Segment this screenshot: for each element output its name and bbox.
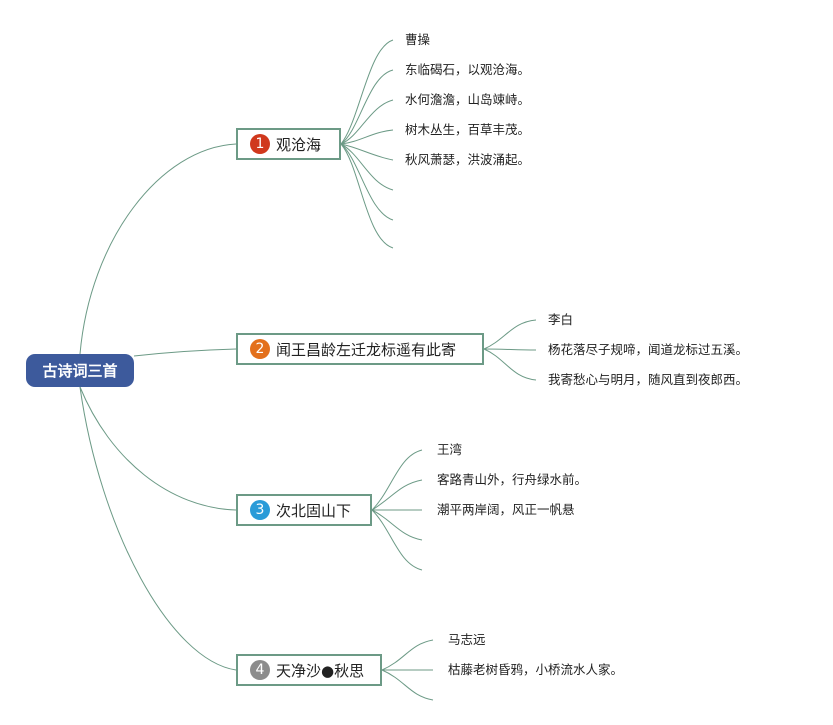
leaf-b1-2[interactable]: 东临碣石，以观沧海。 [405,62,531,77]
branch-node-1[interactable]: 1 观沧海 [236,128,341,160]
leaf-b1-4[interactable]: 树木丛生，百草丰茂。 [405,122,531,137]
leaf-b4-2[interactable]: 枯藤老树昏鸦，小桥流水人家。 [448,662,624,677]
leaf-b4-1[interactable]: 马志远 [448,632,486,647]
connector-b1-leaf-8 [340,143,394,249]
branch-node-2[interactable]: 2 闻王昌龄左迁龙标遥有此寄 [236,333,484,365]
branch-title-1: 观沧海 [276,135,322,154]
connector-b2-leaf-1 [483,319,537,350]
connector-b3-leaf-2 [371,479,423,511]
number-badge-4: 4 [250,660,270,680]
connector-b1-leaf-2 [340,69,394,145]
leaf-b3-2[interactable]: 客路青山外，行舟绿水前。 [437,472,588,487]
connector-b1-leaf-1 [340,39,394,145]
connector-b4-leaf-3 [381,669,434,701]
number-badge-1: 1 [250,134,270,154]
connector-b3-leaf-4 [371,509,423,541]
number-badge-2: 2 [250,339,270,359]
connector-root-branch-4 [79,386,237,671]
connector-root-branch-2 [133,348,237,357]
leaf-b1-3[interactable]: 水何澹澹，山岛竦峙。 [405,92,531,107]
branch-node-4[interactable]: 4 天净沙●秋思 [236,654,382,686]
connector-root-branch-3 [79,386,237,511]
branch-title-2: 闻王昌龄左迁龙标遥有此寄 [276,340,457,359]
leaf-b2-1[interactable]: 李白 [548,312,574,327]
connector-b2-leaf-2 [483,348,537,351]
number-badge-3: 3 [250,500,270,520]
connector-b3-leaf-1 [371,449,423,511]
connector-b1-leaf-3 [340,99,394,145]
leaf-b3-1[interactable]: 王湾 [437,442,463,457]
leaf-b2-2[interactable]: 杨花落尽子规啼，闻道龙标过五溪。 [548,342,749,357]
leaf-b2-3[interactable]: 我寄愁心与明月，随风直到夜郎西。 [548,372,749,387]
connector-b1-leaf-5 [340,143,394,161]
leaf-b1-1[interactable]: 曹操 [405,32,431,47]
connector-b1-leaf-6 [340,143,394,191]
connector-b1-leaf-4 [340,129,394,145]
connector-b4-leaf-1 [381,639,434,671]
connector-b2-leaf-3 [483,348,537,381]
leaf-b3-3[interactable]: 潮平两岸阔，风正一帆悬 [437,502,575,517]
branch-title-3: 次北固山下 [276,501,352,520]
connector-root-branch-1 [79,143,237,355]
branch-title-4: 天净沙●秋思 [276,661,365,680]
branch-node-3[interactable]: 3 次北固山下 [236,494,372,526]
connector-b3-leaf-5 [371,509,423,571]
root-label: 古诗词三首 [42,362,118,380]
leaf-b1-5[interactable]: 秋风萧瑟，洪波涌起。 [405,152,531,167]
connector-b1-leaf-7 [340,143,394,221]
root-node[interactable]: 古诗词三首 [26,354,134,387]
